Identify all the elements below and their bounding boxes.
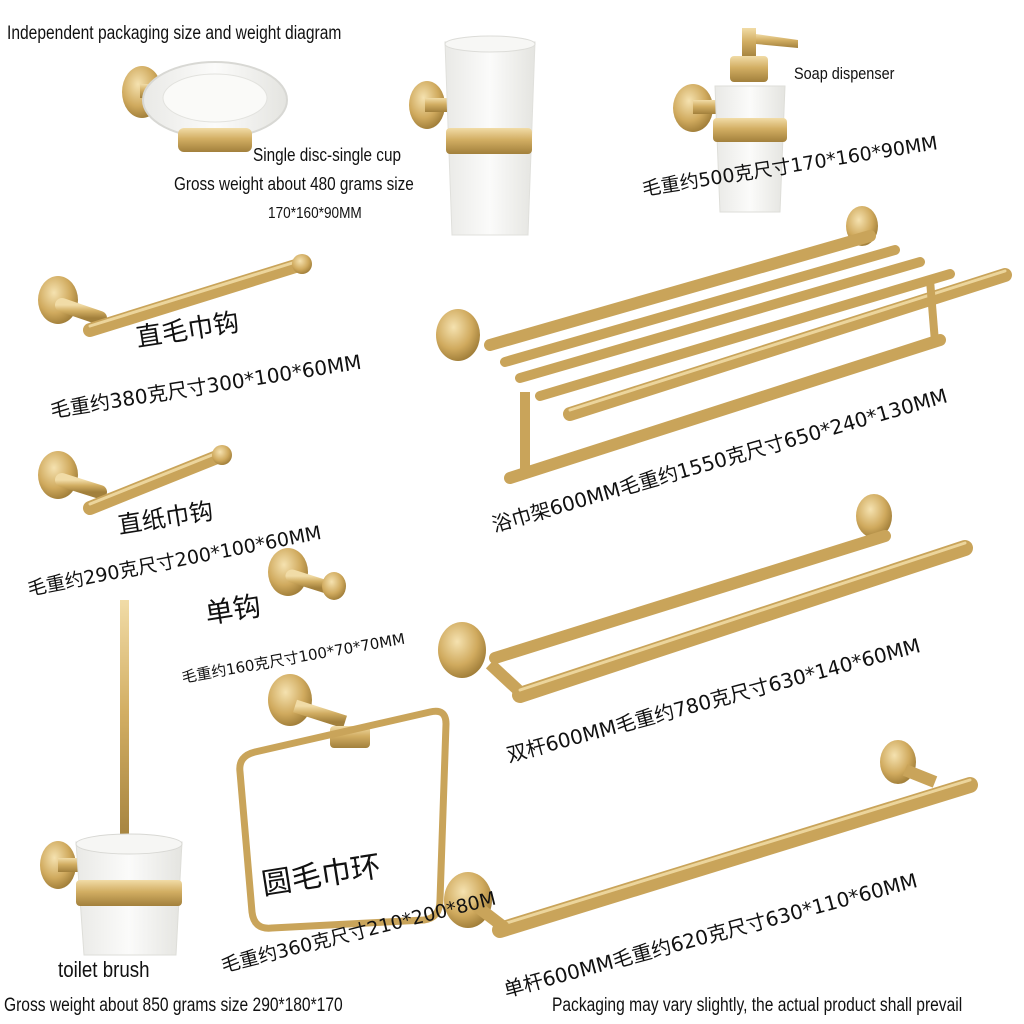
disc-cup-size: 170*160*90MM [268, 205, 362, 222]
soap-dish-icon [122, 61, 288, 152]
page-title: Independent packaging size and weight di… [7, 23, 342, 44]
soap-dispenser-label: Soap dispenser [794, 64, 895, 83]
footer-note: Packaging may vary slightly, the actual … [552, 995, 963, 1016]
toilet-brush-label: toilet brush [58, 957, 150, 982]
toilet-brush-icon [40, 600, 183, 956]
toilet-brush-spec: Gross weight about 850 grams size 290*18… [4, 995, 343, 1016]
towel-ring-icon [236, 674, 450, 932]
single-towel-bar-icon [444, 740, 978, 938]
bath-towel-rack-icon [436, 206, 1012, 484]
disc-cup-label: Single disc-single cup [253, 145, 401, 165]
robe-hook-icon [268, 548, 346, 600]
paper-towel-hook-icon [38, 445, 232, 515]
soap-dispenser-icon [673, 28, 798, 213]
double-towel-bar-icon [438, 494, 973, 703]
footer-note-clip: Packaging may vary slightly, the actual … [552, 995, 1024, 1021]
tumbler-cup-icon [409, 35, 536, 236]
straight-towel-hook-icon [38, 254, 312, 337]
disc-cup-weight: Gross weight about 480 grams size [174, 174, 414, 194]
